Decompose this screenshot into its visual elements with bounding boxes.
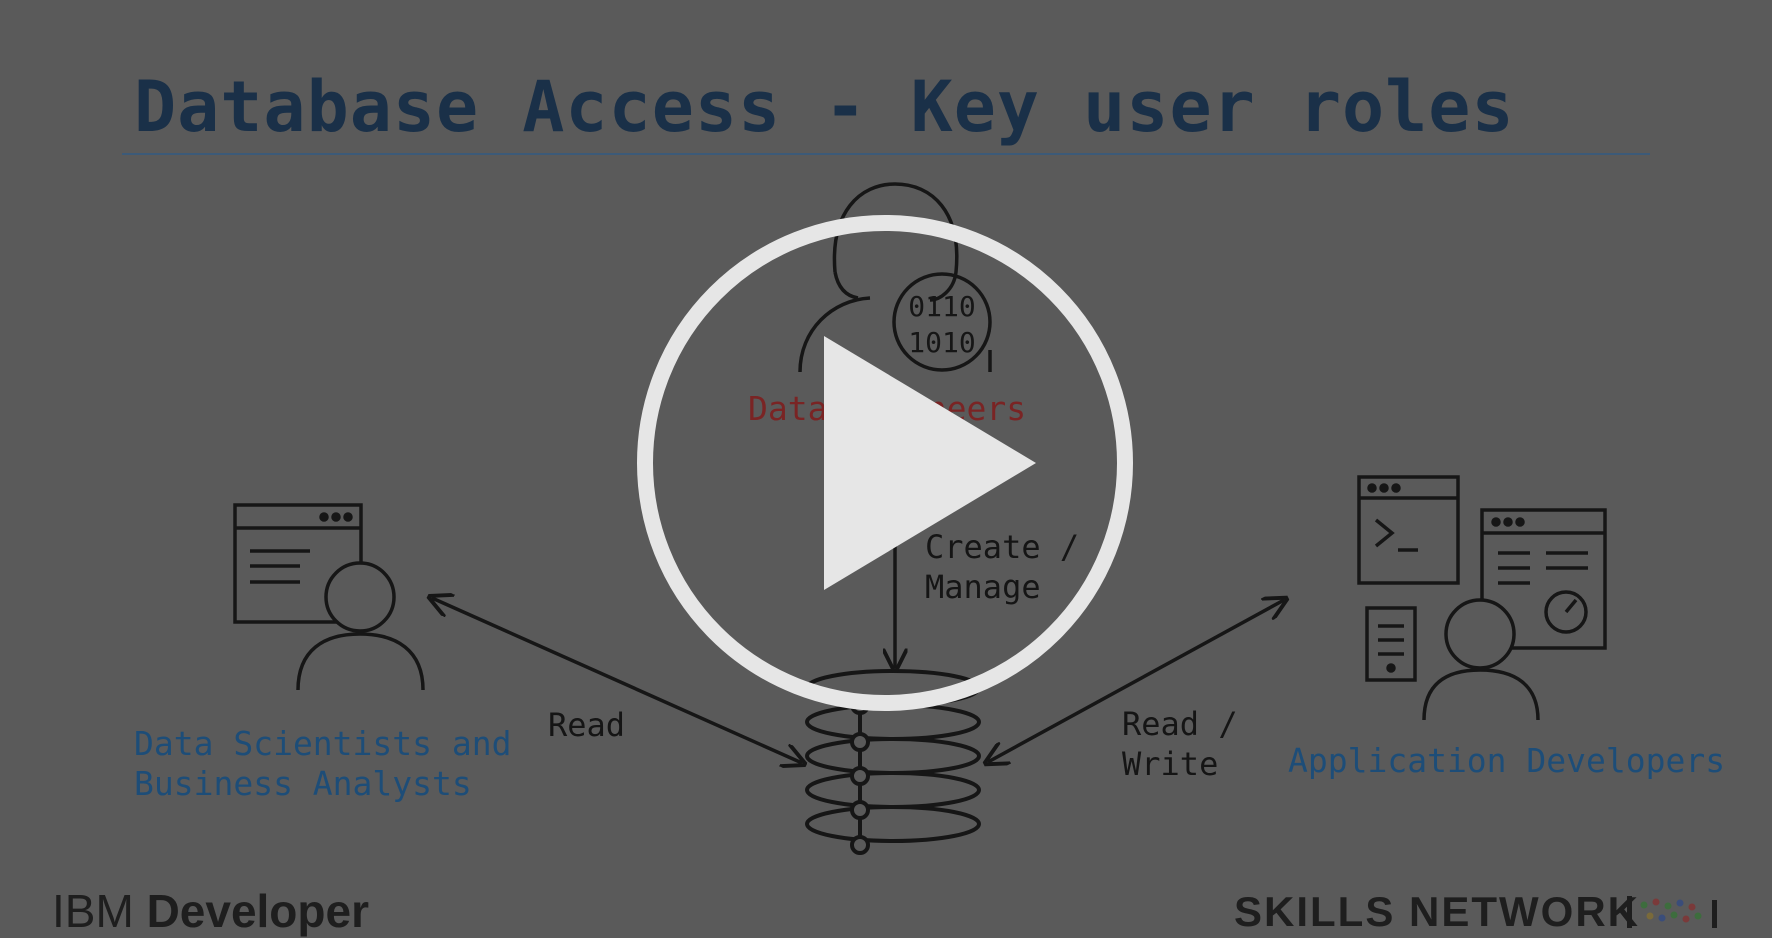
data-scientists-label-line2: Business Analysts — [134, 764, 472, 803]
title-divider — [122, 153, 1650, 155]
skills-network-wordmark: SKILLS NETWORK — [1234, 888, 1640, 935]
app-developers-label: Application Developers — [1288, 741, 1726, 780]
play-button[interactable] — [634, 212, 1136, 714]
slide-title: Database Access - Key user roles — [134, 66, 1515, 148]
create-manage-label-line1: Create / — [925, 528, 1080, 566]
ibm-developer-logo: IBM Developer — [52, 885, 369, 937]
data-scientist-icon — [233, 503, 425, 691]
skills-network-logo — [1627, 896, 1717, 928]
play-icon — [637, 215, 1133, 711]
data-engineer-icon: 0110 1010 — [798, 182, 992, 373]
create-manage-label-line2: Manage — [925, 568, 1041, 606]
app-developer-icon — [1357, 475, 1607, 721]
read-arrow — [432, 598, 802, 763]
read-write-arrow — [988, 600, 1284, 762]
data-scientists-label-line1: Data Scientists and — [134, 724, 512, 763]
svg-text:1010: 1010 — [908, 326, 975, 359]
read-write-label-line1: Read / — [1122, 705, 1238, 743]
read-write-label-line2: Write — [1122, 745, 1219, 783]
svg-text:0110: 0110 — [908, 290, 975, 323]
read-label: Read — [548, 706, 626, 744]
